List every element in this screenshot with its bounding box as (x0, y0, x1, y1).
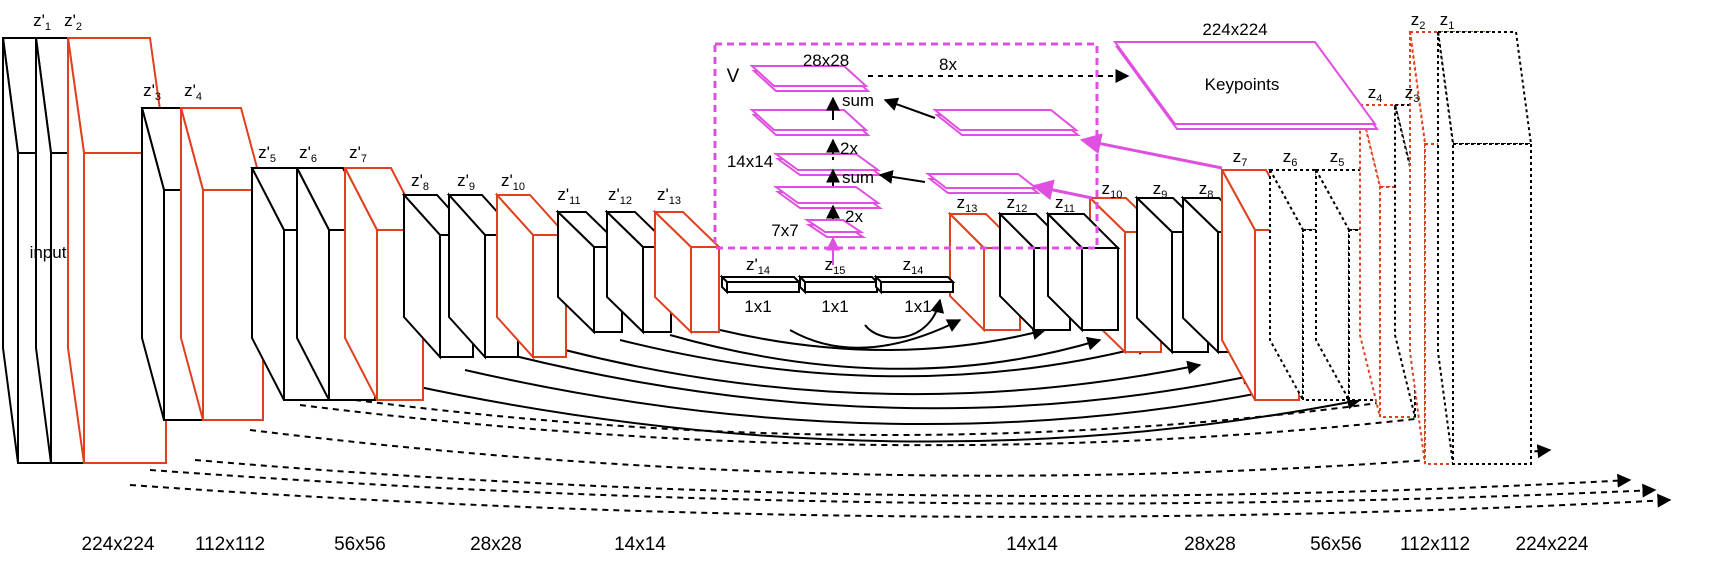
decoder-label-4: z4 (1368, 83, 1383, 105)
encoder-z10-block (494, 192, 569, 360)
sum-arrow (878, 170, 926, 184)
encoder-label-4: z'4 (184, 81, 202, 103)
sum-arrow (883, 97, 936, 119)
bottom-dim-label-6: 28x28 (1184, 534, 1236, 555)
skip-arrow (564, 349, 1202, 396)
encoder-label-9: z'9 (457, 171, 475, 193)
plate-28x28-b (749, 109, 871, 136)
plate-14x14-b (772, 186, 884, 209)
encoder-label-3: z'3 (143, 81, 161, 103)
encoder-label-10: z'10 (501, 171, 525, 193)
encoder-label-6: z'6 (299, 143, 317, 165)
skip-arrow (669, 334, 1102, 370)
bottleneck-z14 (873, 274, 956, 295)
bottom-dim-label-2: 56x56 (334, 534, 386, 555)
encoder-z13-block (652, 209, 722, 335)
bottom-dim-label-1: 112x112 (195, 534, 265, 555)
encoder-label-8: z'8 (411, 171, 429, 193)
skip-arrow-dashed (249, 429, 1552, 477)
skip-arrow-dashed (194, 459, 1632, 497)
decoder-label-3: z3 (1405, 83, 1420, 105)
bottom-dim-label-7: 56x56 (1310, 534, 1362, 555)
skip-connections (129, 326, 1672, 518)
dim-7x7-label: 7x7 (771, 221, 798, 240)
bottom-dim-label-3: 28x28 (470, 534, 522, 555)
magenta-arrow (1031, 179, 1093, 201)
sum-label-b: sum (842, 168, 874, 187)
skip-arrow-dashed (354, 394, 1402, 436)
encoder-label-2: z'2 (64, 11, 82, 33)
plate-7x7 (803, 219, 867, 238)
bottom-dim-label-0: 224x224 (82, 534, 155, 555)
sum-label: sum (842, 91, 874, 110)
decoder-label-1: z1 (1440, 10, 1455, 32)
decoder-z1-block (1436, 31, 1533, 465)
decoder-label-2: z2 (1411, 10, 1426, 32)
decoder-label-5: z5 (1330, 147, 1345, 169)
decoder-label-13: z13 (957, 193, 978, 215)
plate-side-28 (932, 109, 1081, 136)
encoder-z7-block (343, 167, 425, 401)
bottleneck-z14-prime (719, 274, 802, 295)
decoder-z11-block (1045, 211, 1121, 333)
bottleneck-dim-label-c: 1x1 (904, 297, 931, 316)
skip-arrow-dashed (149, 469, 1657, 505)
skip-arrow (514, 355, 1257, 410)
bottom-dim-label-9: 224x224 (1516, 534, 1589, 555)
bottom-dim-label-4: 14x14 (614, 534, 666, 555)
bottleneck-label-z14-prime: z'14 (746, 255, 770, 277)
bottleneck-label-z15: z15 (825, 255, 846, 277)
bottleneck-dim-label-b: 1x1 (821, 297, 848, 316)
bottleneck-dim-label: 1x1 (744, 297, 771, 316)
bottleneck-arrow (864, 298, 945, 339)
encoder-label-5: z'5 (258, 143, 276, 165)
encoder-label-11: z'11 (557, 185, 580, 207)
decoder-label-7: z7 (1233, 147, 1248, 169)
keypoints-dim-label: 224x224 (1202, 20, 1267, 39)
input-label: input (30, 243, 67, 262)
dim-14x14-label: 14x14 (727, 152, 773, 171)
decoder-label-11: z11 (1055, 193, 1075, 215)
layer-blocks (1, 31, 1533, 465)
plate-14x14 (772, 153, 884, 176)
skip-arrow-dashed (129, 484, 1672, 518)
bottleneck-z15 (797, 274, 880, 295)
encoder-label-13: z'13 (657, 185, 681, 207)
decoder-label-8: z8 (1199, 179, 1214, 201)
decoder-label-6: z6 (1283, 147, 1298, 169)
decoder-label-12: z12 (1007, 193, 1028, 215)
keypoints-plate (1113, 41, 1379, 130)
skip-arrow-dashed (299, 404, 1452, 447)
encoder-z4-block (179, 107, 265, 421)
skip-arrow (409, 384, 1362, 443)
upsample-2x-label-b: 2x (845, 207, 863, 226)
bottleneck-label-z14: z14 (903, 255, 924, 277)
plate-side-14 (925, 173, 1041, 194)
upsample-2x-label: 2x (840, 139, 858, 158)
decoder-label-9: z9 (1153, 179, 1168, 201)
plate-28x28 (749, 65, 871, 92)
encoder-label-12: z'12 (608, 185, 632, 207)
box-v-label: V (727, 66, 740, 87)
skip-arrow (719, 326, 1047, 351)
decoder-label-10: z10 (1102, 179, 1123, 201)
upsampling-branch (713, 41, 1379, 349)
bottleneck-arrow (789, 319, 962, 349)
keypoints-label: Keypoints (1205, 75, 1280, 94)
bottom-dim-label-8: 112x112 (1400, 534, 1470, 555)
skip-arrow (464, 369, 1302, 426)
magenta-arrow (1079, 133, 1223, 170)
labels: inputKeypoints224x224V28x2814x147x78x2x2… (30, 10, 1589, 555)
dim-28x28-label: 28x28 (803, 51, 849, 70)
encoder-label-1: z'1 (33, 11, 51, 33)
encoder-label-7: z'7 (349, 143, 367, 165)
upsample-8x-label: 8x (939, 55, 957, 74)
bottom-dim-label-5: 14x14 (1006, 534, 1058, 555)
skip-arrow (619, 339, 1152, 378)
